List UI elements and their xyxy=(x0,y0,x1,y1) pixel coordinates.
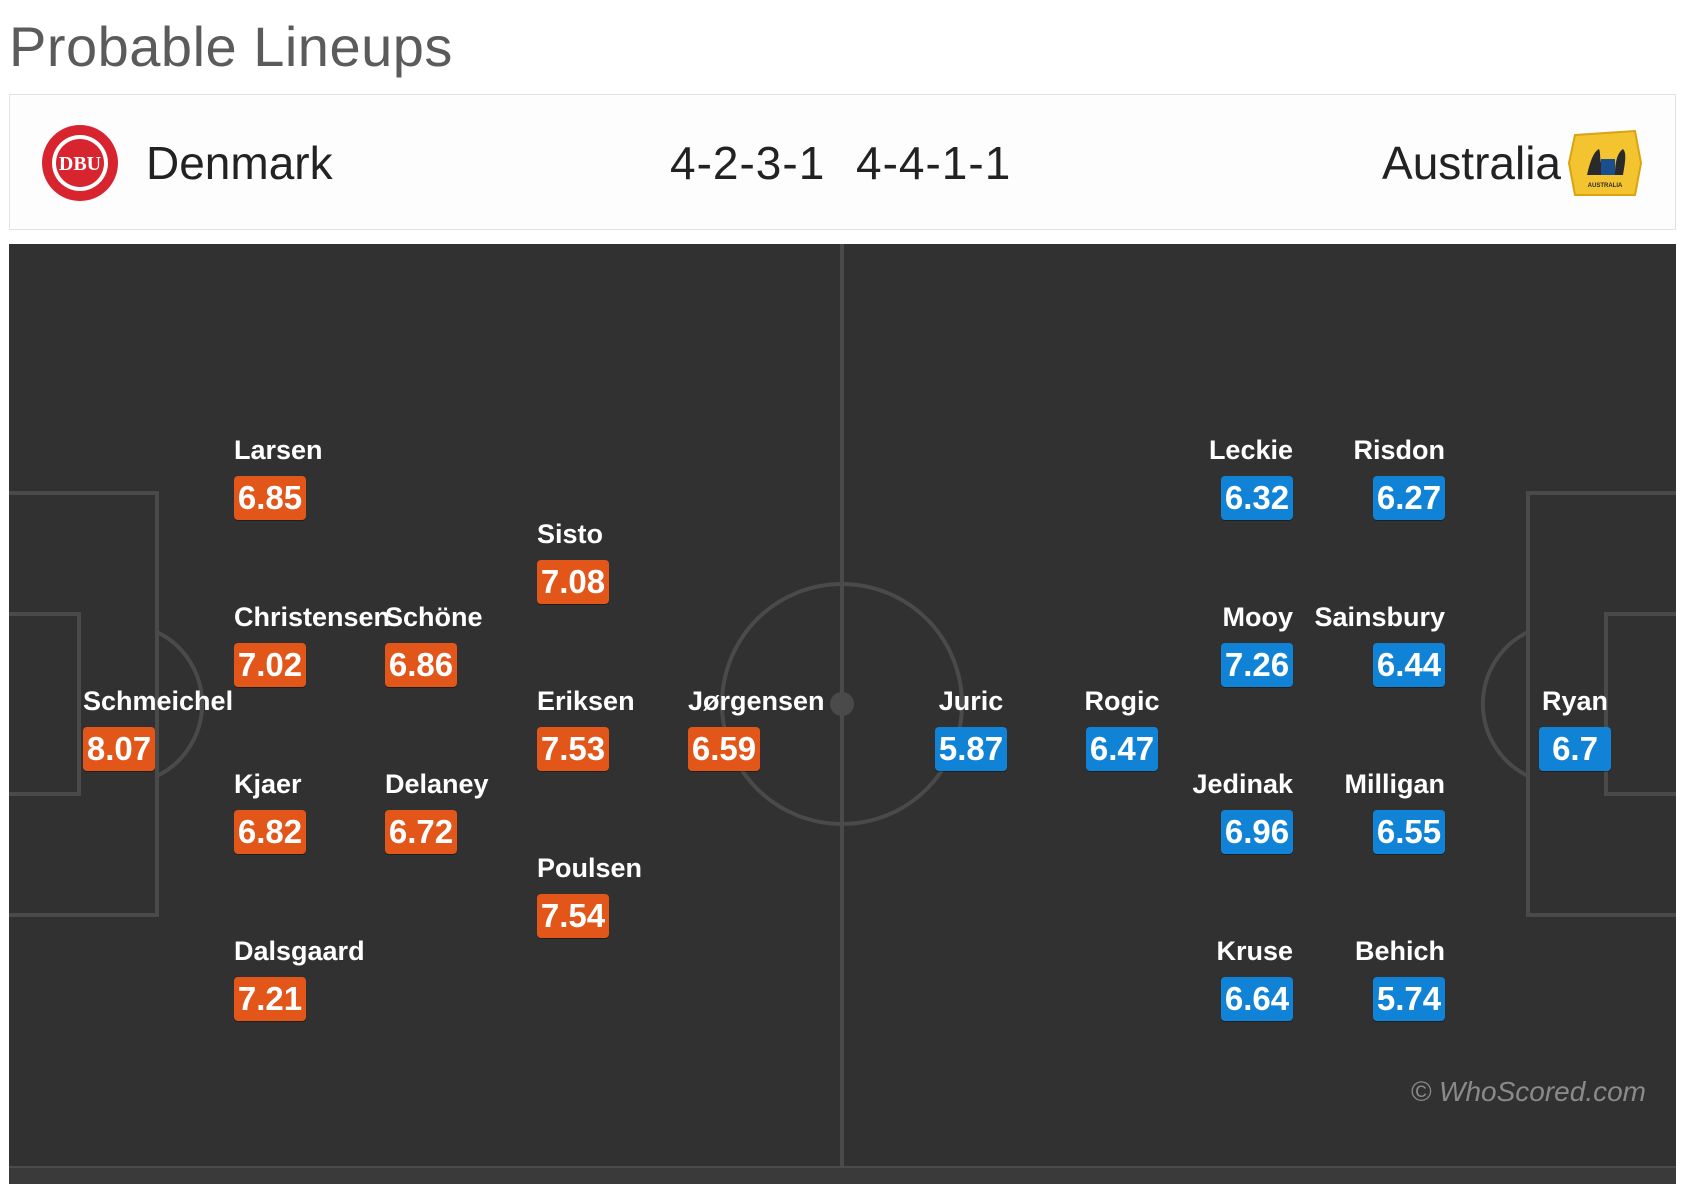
player-name: Milligan xyxy=(1344,769,1446,799)
player-rating: 6.55 xyxy=(1373,810,1445,854)
away-player-behich[interactable]: Behich 5.74 xyxy=(1355,934,1445,1021)
home-player-sisto[interactable]: Sisto 7.08 xyxy=(537,517,609,604)
player-name: Delaney xyxy=(385,769,489,799)
away-player-ryan[interactable]: Ryan 6.7 xyxy=(1532,684,1618,771)
player-name: Kjaer xyxy=(234,769,302,799)
player-rating: 6.44 xyxy=(1373,643,1445,687)
player-rating: 5.74 xyxy=(1373,977,1445,1021)
away-team-name[interactable]: Australia xyxy=(1382,137,1561,189)
player-name: Poulsen xyxy=(537,853,643,883)
page-title: Probable Lineups xyxy=(9,15,453,78)
home-player-jorgensen[interactable]: Jørgensen 6.59 xyxy=(688,684,825,771)
player-name: Leckie xyxy=(1208,435,1293,465)
player-name: Larsen xyxy=(234,435,323,465)
player-rating: 7.02 xyxy=(234,643,306,687)
player-name: Rogic xyxy=(1084,686,1160,716)
player-name: Kruse xyxy=(1216,936,1293,966)
away-player-sainsbury[interactable]: Sainsbury 6.44 xyxy=(1314,600,1445,687)
away-player-jedinak[interactable]: Jedinak 6.96 xyxy=(1192,767,1293,854)
player-rating: 6.47 xyxy=(1086,727,1158,771)
away-player-mooy[interactable]: Mooy 7.26 xyxy=(1221,600,1293,687)
home-player-poulsen[interactable]: Poulsen 7.54 xyxy=(537,851,642,938)
player-name: Mooy xyxy=(1222,602,1294,632)
player-rating: 6.7 xyxy=(1539,727,1611,771)
player-rating: 7.54 xyxy=(537,894,609,938)
home-formation: 4-2-3-1 xyxy=(670,137,826,189)
home-player-larsen[interactable]: Larsen 6.85 xyxy=(234,433,323,520)
home-player-christensen[interactable]: Christensen 7.02 xyxy=(234,600,390,687)
player-name: Behich xyxy=(1354,936,1445,966)
home-team-name[interactable]: Denmark xyxy=(146,137,333,189)
player-name: Ryan xyxy=(1541,686,1609,716)
player-rating: 6.86 xyxy=(385,643,457,687)
match-header: DBU Denmark 4-2-3-1 4-4-1-1 Australia AU… xyxy=(9,94,1676,230)
player-rating: 7.21 xyxy=(234,977,306,1021)
player-rating: 6.82 xyxy=(234,810,306,854)
away-player-leckie[interactable]: Leckie 6.32 xyxy=(1209,433,1293,520)
home-player-schone[interactable]: Schöne 6.86 xyxy=(385,600,483,687)
pitch-markings xyxy=(9,244,1676,1168)
player-rating: 8.07 xyxy=(83,727,155,771)
player-name: Schöne xyxy=(385,602,483,632)
home-player-delaney[interactable]: Delaney 6.72 xyxy=(385,767,489,854)
player-name: Juric xyxy=(938,686,1004,716)
player-name: Risdon xyxy=(1353,435,1446,465)
away-player-risdon[interactable]: Risdon 6.27 xyxy=(1353,433,1446,520)
away-player-kruse[interactable]: Kruse 6.64 xyxy=(1216,934,1293,1021)
player-rating: 7.53 xyxy=(537,727,609,771)
whoscored-watermark: © WhoScored.com xyxy=(1410,1076,1646,1107)
home-player-schmeichel[interactable]: Schmeichel 8.07 xyxy=(83,684,233,771)
player-rating: 6.64 xyxy=(1221,977,1293,1021)
crest-label: AUSTRALIA xyxy=(1588,183,1623,189)
player-name: Christensen xyxy=(234,602,391,632)
pitch-bottom-edge xyxy=(9,1166,1676,1184)
away-formation: 4-4-1-1 xyxy=(856,137,1012,189)
player-name: Dalsgaard xyxy=(234,936,365,966)
player-rating: 6.27 xyxy=(1373,476,1445,520)
away-player-rogic[interactable]: Rogic 6.47 xyxy=(1060,684,1184,771)
player-rating: 6.72 xyxy=(385,810,457,854)
home-player-dalsgaard[interactable]: Dalsgaard 7.21 xyxy=(234,934,365,1021)
player-name: Jørgensen xyxy=(688,686,825,716)
denmark-crest-icon: DBU xyxy=(42,125,118,201)
player-name: Jedinak xyxy=(1192,769,1293,799)
crest-label: DBU xyxy=(59,153,101,175)
player-rating: 7.08 xyxy=(537,560,609,604)
player-name: Schmeichel xyxy=(83,686,234,716)
away-player-milligan[interactable]: Milligan 6.55 xyxy=(1344,767,1446,854)
player-name: Sisto xyxy=(537,519,604,549)
player-rating: 5.87 xyxy=(935,727,1007,771)
player-name: Eriksen xyxy=(537,686,635,716)
player-rating: 6.59 xyxy=(688,727,760,771)
player-rating: 7.26 xyxy=(1221,643,1293,687)
player-rating: 6.96 xyxy=(1221,810,1293,854)
home-player-eriksen[interactable]: Eriksen 7.53 xyxy=(537,684,635,771)
player-rating: 6.85 xyxy=(234,476,306,520)
australia-crest-icon: AUSTRALIA xyxy=(1567,129,1643,196)
pitch: Schmeichel 8.07 Larsen 6.85 Christensen … xyxy=(9,244,1676,1168)
home-player-kjaer[interactable]: Kjaer 6.82 xyxy=(234,767,306,854)
player-rating: 6.32 xyxy=(1221,476,1293,520)
player-name: Sainsbury xyxy=(1314,602,1445,632)
away-player-juric[interactable]: Juric 5.87 xyxy=(912,684,1030,771)
